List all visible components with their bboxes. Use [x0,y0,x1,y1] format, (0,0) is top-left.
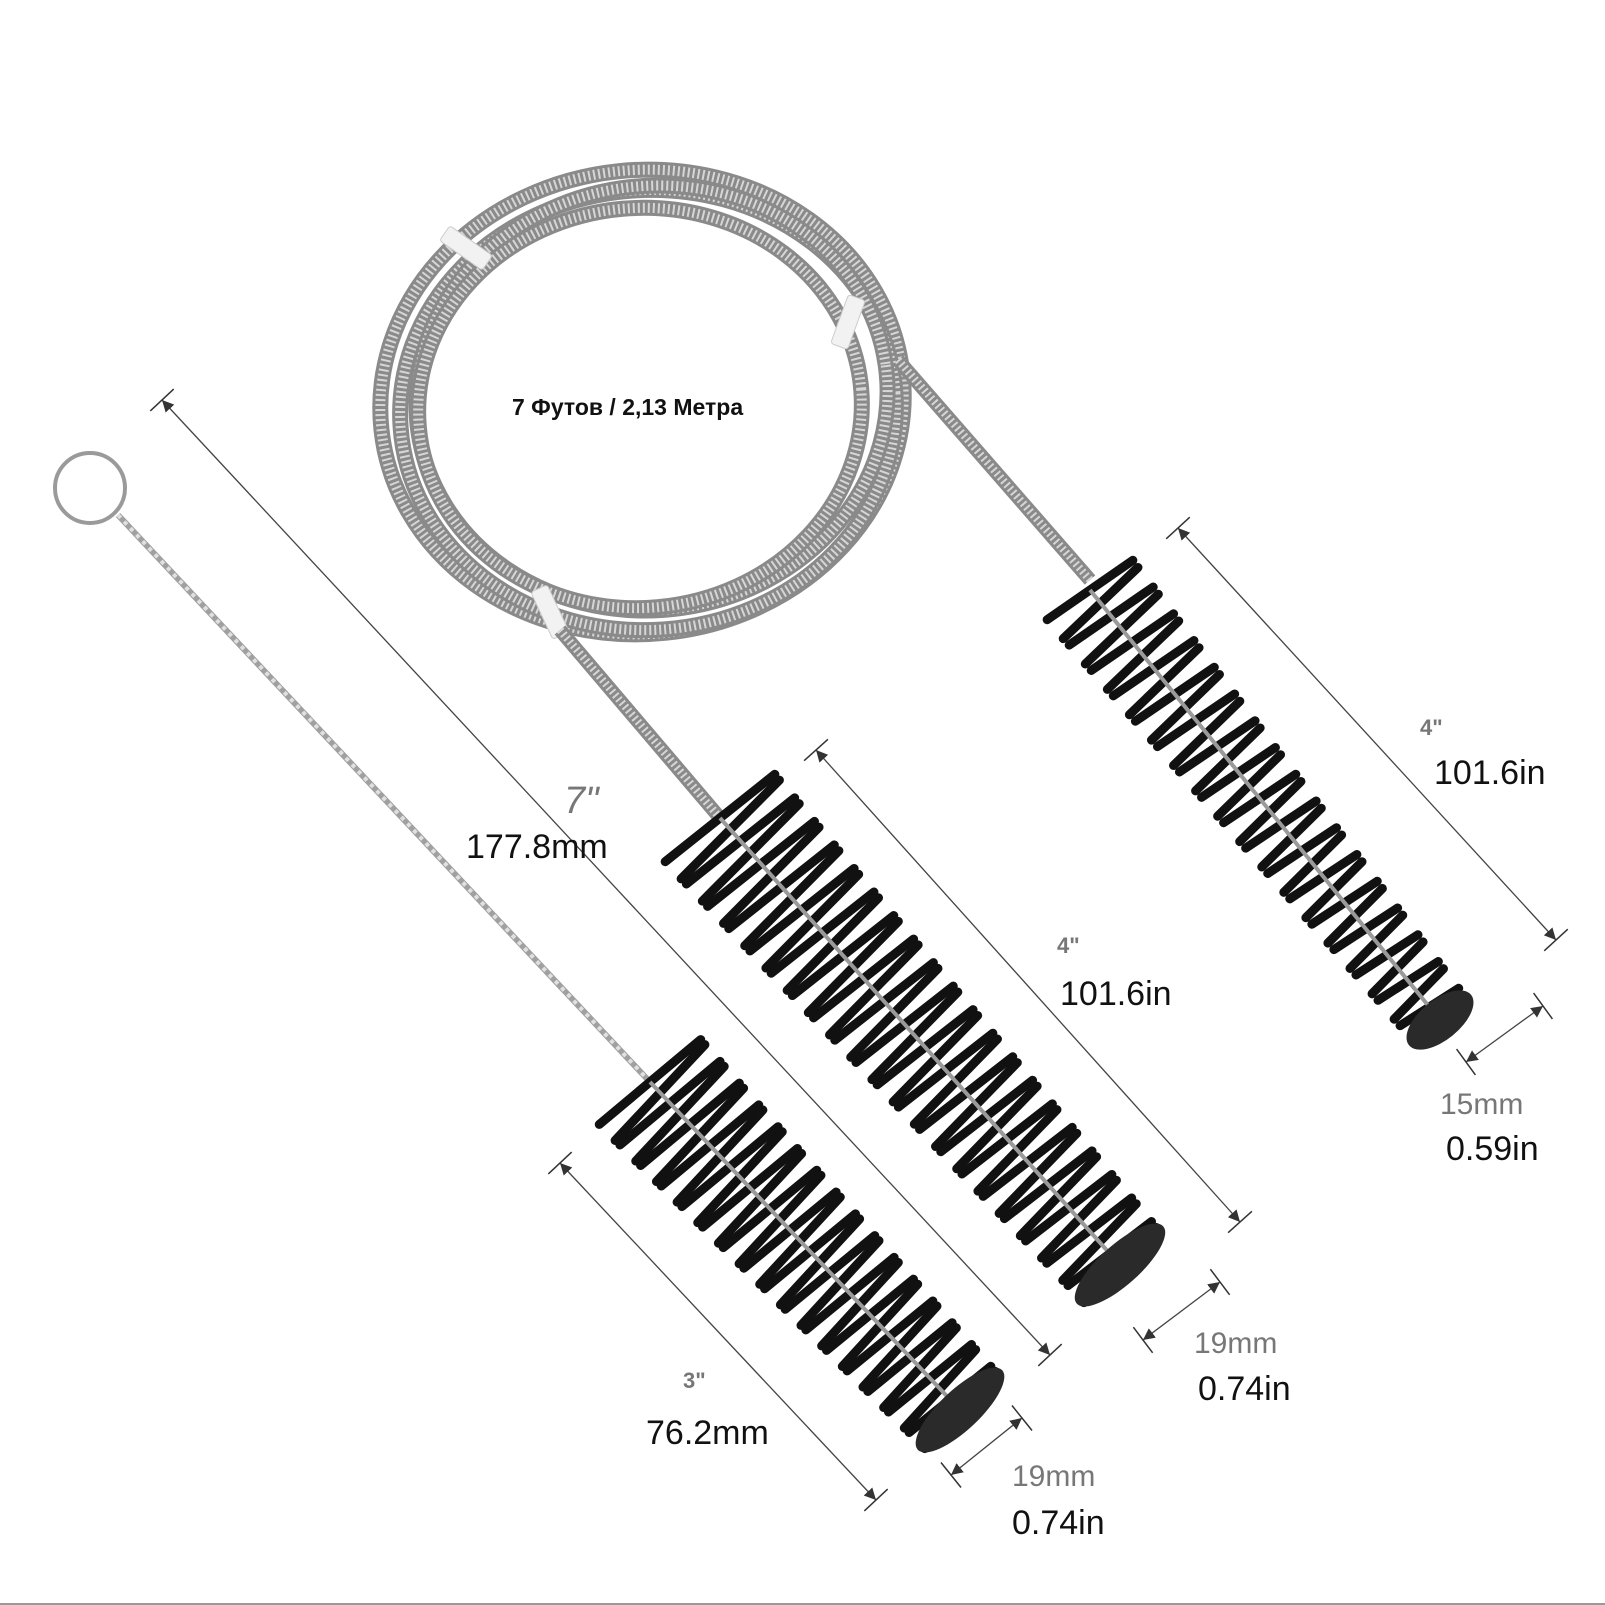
dimension-tick [863,1488,889,1512]
handle-ring [53,451,127,525]
cable-tie [830,294,866,350]
dim-small-width [940,1405,1033,1488]
dimension-tick [803,738,829,762]
brush-tip [1074,1223,1166,1307]
dim-small-head [547,1151,889,1512]
dimension-line [559,1162,877,1501]
dim-large-width [1455,992,1554,1076]
dimension-line [161,399,1051,1356]
coil-length-label: 7 Футов / 2,13 Метра [512,394,744,420]
dimension-tick [1132,1326,1154,1354]
dimension-tick [1037,1343,1063,1367]
large-brush-width-in: 0.59in [1446,1130,1539,1168]
large-brush-length-inch: 4" [1420,715,1443,740]
brush-core-wire [1088,588,1442,1022]
dimension-tick [1209,1268,1231,1296]
brush-tip [915,1367,1005,1453]
dimension-line [1142,1281,1221,1341]
brush-core-wire [648,1080,962,1412]
dimension-tick [1532,992,1554,1020]
large-brush-width-mm: 15mm [1440,1088,1524,1121]
dimension-tick [1543,928,1569,952]
dimension-tick [149,388,175,412]
dimension-tick [1455,1048,1477,1076]
brush-tip [1406,990,1474,1050]
medium-brush-width-in: 0.74in [1198,1370,1291,1408]
dimension-tick [1227,1210,1253,1234]
small-brush-head-inch: 3" [683,1368,706,1393]
dimension-line [1465,1005,1544,1063]
medium-brush-length-alt: 101.6in [1060,975,1172,1013]
dim-small-overall [149,388,1063,1367]
dimension-line [950,1417,1023,1476]
small-brush [53,451,653,1085]
medium-brush-width-mm: 19mm [1194,1327,1278,1360]
coiled-spring-cable [372,161,1096,823]
medium-brush-length-inch: 4" [1057,933,1080,958]
small-brush-head-mm: 76.2mm [646,1414,769,1452]
dim-large-length [1165,516,1569,952]
small-brush-overall-mm: 177.8mm [466,828,608,866]
dimension-tick [1011,1405,1033,1431]
large-brush-length-alt: 101.6in [1434,754,1546,792]
cable-tie [440,226,492,270]
dimension-tick [547,1151,573,1175]
small-brush-width-in: 0.74in [1012,1504,1105,1542]
dimension-tick [940,1462,962,1488]
dim-medium-width [1132,1268,1231,1354]
dimension-line [1177,527,1557,941]
dimension-tick [1165,516,1191,540]
small-brush-width-mm: 19mm [1012,1460,1096,1493]
small-brush-overall-inch: 7" [564,780,599,822]
